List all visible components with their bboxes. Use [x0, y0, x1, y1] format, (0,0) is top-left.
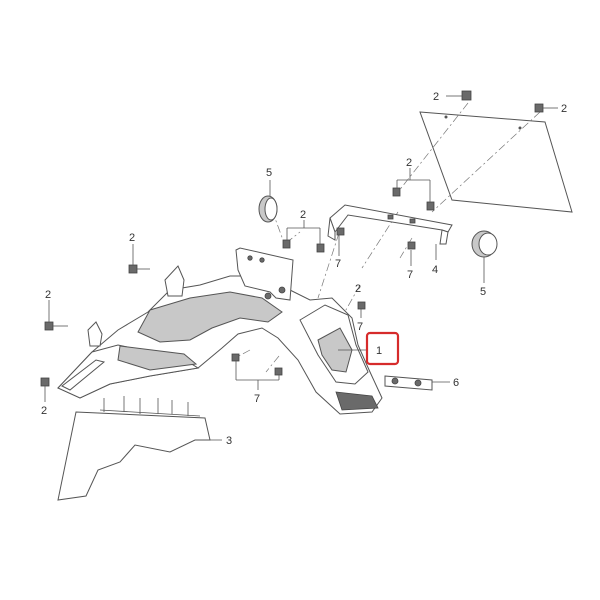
callout-7-fender-bottom: 7: [254, 393, 260, 405]
callout-3: 3: [226, 435, 232, 447]
callout-5-left: 5: [266, 167, 272, 179]
license-plate: [419, 111, 573, 213]
reflector-left: [258, 195, 278, 223]
fasteners: [40, 90, 544, 387]
rear-fender: [57, 247, 383, 415]
plate-bracket: [327, 204, 453, 245]
callout-2-mount: 2: [355, 283, 361, 295]
callout-labels: 1 2 2 2 2 2 2 2 2 3 4 5 5 6 7 7 7 7: [41, 91, 567, 447]
callout-4: 4: [432, 264, 438, 276]
callout-2-left-bottom: 2: [41, 405, 47, 417]
reflector-bracket: [384, 375, 433, 391]
callout-6: 6: [453, 377, 459, 389]
callout-2-left-top: 2: [129, 232, 135, 244]
leader-lines: [44, 95, 558, 441]
callout-1: 1: [376, 345, 382, 357]
callout-2-plate-right: 2: [561, 103, 567, 115]
callout-2-left-mid: 2: [45, 289, 51, 301]
callout-5-right: 5: [480, 286, 486, 298]
callout-2-stay: 2: [300, 209, 306, 221]
callout-7-fender-right: 7: [357, 321, 363, 333]
callout-7-stay: 7: [335, 258, 341, 270]
callout-2-bracket: 2: [406, 157, 412, 169]
reflector-right: [471, 230, 498, 258]
callout-2-plate-left: 2: [433, 91, 439, 103]
callout-7-bracket: 7: [407, 269, 413, 281]
highlight-box-part-1: [365, 331, 400, 366]
splash-guard: [57, 396, 211, 501]
